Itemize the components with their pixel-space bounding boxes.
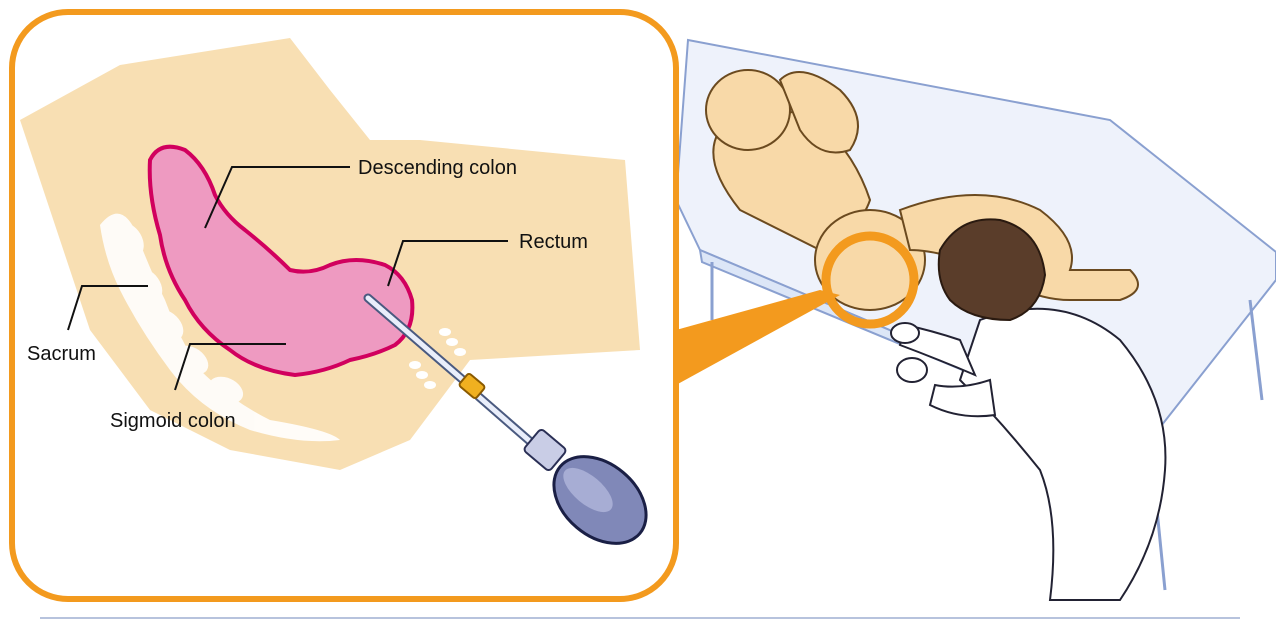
zoom-connector — [676, 290, 840, 385]
patient-head — [706, 70, 790, 150]
label-rectum: Rectum — [519, 231, 588, 253]
anatomy-inset: Descending colon Rectum Sacrum Sigmoid c… — [12, 12, 676, 599]
label-sacrum: Sacrum — [27, 343, 96, 365]
label-descending-colon: Descending colon — [358, 157, 517, 179]
label-sigmoid-colon: Sigmoid colon — [110, 410, 236, 432]
